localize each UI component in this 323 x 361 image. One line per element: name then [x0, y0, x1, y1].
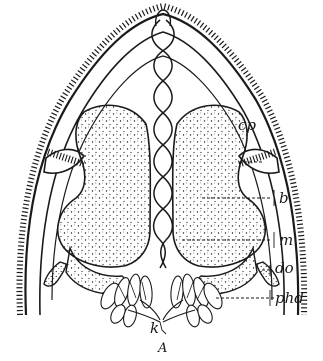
- label-b: b: [279, 189, 289, 207]
- label-do: do: [275, 259, 294, 277]
- label-m: m: [279, 231, 293, 249]
- label-cp: cp: [238, 116, 256, 134]
- nerve-cords: [152, 10, 174, 268]
- ciliated-pit-left: [44, 149, 84, 173]
- dorsal-organ-left: [44, 262, 66, 286]
- label-phd: phd: [275, 289, 304, 307]
- figure-caption: A: [157, 341, 167, 356]
- label-k: k: [150, 319, 159, 337]
- ciliated-pit-right: [239, 149, 279, 173]
